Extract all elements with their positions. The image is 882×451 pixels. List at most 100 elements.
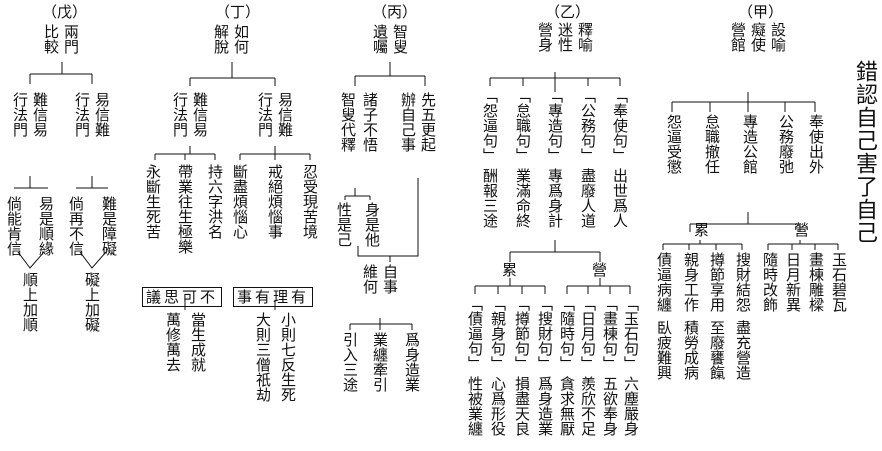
bing-right-2: 辦自己事 (399, 92, 417, 152)
wu-r-item-1: 難是障礙 (100, 196, 118, 256)
yi-ying-item-2-q: 「畫棟句」 (601, 296, 619, 371)
jia-item-1: 奉使出外 (807, 114, 825, 174)
bing-sub-b: 性是己 (335, 202, 353, 247)
yi-lei-item-1-q: 「搜財句」 (536, 296, 554, 371)
main-title: 錯認自己害了自己 (852, 60, 877, 244)
jia-head-3: 營館 (729, 22, 747, 52)
yi-item-4-q: 「怠職句」 (514, 88, 532, 163)
section-label-bing: （丙） (372, 3, 418, 21)
jia-ying: 營 (794, 221, 810, 239)
yi-ying-item-2-a: 五欲奉身 (601, 376, 619, 436)
yi-ying-item-4-a: 貪求無厭 (558, 376, 576, 436)
jia-lei-item-3b: 積勞成病 (682, 320, 700, 380)
ding-under-right-1: 小則七反生死 (279, 312, 297, 402)
bing-bottom-2: 業纏牽引 (371, 332, 389, 392)
jia-lei-item-1b: 盡充營造 (734, 320, 752, 380)
yi-head-2: 迷性 (556, 22, 574, 52)
yi-item-1-a: 出世爲人 (611, 168, 629, 228)
jia-item-5: 怨逼受懲 (665, 114, 683, 174)
bing-mid: 自事 (381, 264, 399, 294)
jia-lei-item-2b: 至廢饔餼 (708, 320, 726, 380)
ding-head-1: 如何 (232, 24, 250, 54)
jia-head-2: 癡使 (749, 22, 767, 52)
jia-lei-item-3: 親身工作 (682, 252, 700, 312)
ding-left-item-3: 永斷生死苦 (144, 164, 162, 239)
yi-lei-item-4-a: 性被業纏 (466, 376, 484, 436)
bing-head-2: 遺囑 (371, 24, 389, 54)
yi-item-3-a: 專爲身計 (546, 168, 564, 228)
yi-lei-item-2-a: 損盡天良 (513, 376, 531, 436)
jia-item-2: 公務廢弛 (777, 114, 795, 174)
jia-ying-item-3: 日月新異 (784, 252, 802, 312)
wu-right-2: 行法門 (73, 92, 91, 137)
ding-under-left-1: 當生成就 (189, 312, 207, 372)
section-label-wu: （戊） (42, 3, 88, 21)
yi-item-4-a: 業滿命終 (514, 168, 532, 228)
jia-item-4: 怠職撤任 (703, 114, 721, 174)
yi-ying: 營 (592, 261, 608, 279)
wu-l-item-1: 易是順緣 (37, 196, 55, 256)
jia-ying-item-1: 玉石碧瓦 (830, 252, 848, 312)
jia-lei-item-1: 搜財結怨 (734, 252, 752, 312)
ding-left-item-1: 持六字洪名 (206, 164, 224, 239)
wu-left: 難信易 (31, 92, 49, 137)
jia-lei: 累 (694, 221, 710, 239)
wu-right: 易信難 (93, 92, 111, 137)
ding-under-right-2: 大則三僧祇劫 (254, 312, 272, 402)
yi-lei-item-1-a: 爲身造業 (536, 376, 554, 436)
yi-head-1: 釋喻 (576, 22, 594, 52)
jia-lei-item-2: 撙節享用 (708, 252, 726, 312)
bing-left-2: 智叟代釋 (339, 92, 357, 152)
yi-item-5-a: 酬報三途 (481, 168, 499, 228)
bing-left: 諸子不悟 (361, 92, 379, 152)
yi-item-2-a: 盡廢人道 (579, 168, 597, 228)
yi-ying-item-3-a: 羨欣不足 (579, 376, 597, 436)
ding-right: 易信難 (276, 92, 294, 137)
bing-right: 先五更起 (419, 92, 437, 152)
yi-item-5-q: 「怨逼句」 (481, 88, 499, 163)
yi-ying-item-1-a: 六塵嚴身 (622, 376, 640, 436)
yi-lei-item-3-q: 「親身句」 (489, 296, 507, 371)
yi-head-3: 營身 (536, 22, 554, 52)
wu-r-item-2: 倘再不信 (67, 196, 85, 256)
ding-head-2: 解脫 (212, 24, 230, 54)
ding-under-left-2: 萬修萬去 (164, 312, 182, 372)
wu-head-1: 兩門 (62, 24, 80, 54)
ding-right-2: 行法門 (256, 92, 274, 137)
yi-ying-item-1-q: 「玉石句」 (622, 296, 640, 371)
ding-right-item-3: 斷盡煩惱心 (231, 164, 249, 239)
ding-box-right: 事有理有 (233, 287, 314, 307)
bing-mid-2: 維何 (361, 264, 379, 294)
bing-sub-a: 身是他 (363, 202, 381, 247)
yi-lei-item-3-a: 心爲形役 (489, 376, 507, 436)
yi-item-2-q: 「公務句」 (579, 88, 597, 163)
ding-right-item-1: 忍受現苦境 (301, 164, 319, 239)
wu-head-2: 比較 (42, 24, 60, 54)
ding-left-2: 行法門 (171, 92, 189, 137)
ding-left-item-2: 帶業往生極樂 (176, 164, 194, 254)
section-label-jia: （甲） (738, 3, 784, 21)
yi-lei: 累 (502, 261, 518, 279)
section-label-ding: （丁） (215, 3, 261, 21)
yi-item-1-q: 「奉使句」 (611, 88, 629, 163)
ding-right-item-2: 戒絕煩惱事 (266, 164, 284, 239)
section-label-yi: （乙） (545, 3, 591, 21)
wu-l-item-2: 倘能肯信 (5, 196, 23, 256)
jia-lei-item-4b: 臥疲難興 (655, 320, 673, 380)
yi-ying-item-4-q: 「隨時句」 (558, 296, 576, 371)
bing-bottom-1: 爲身造業 (403, 332, 421, 392)
yi-lei-item-4-q: 「債逼句」 (466, 296, 484, 371)
ding-box-left: 議思可不 (142, 287, 223, 307)
bing-bottom-3: 引入三途 (341, 332, 359, 392)
jia-ying-item-2: 畫棟雕樑 (807, 252, 825, 312)
wu-l-end: 順上加順 (21, 272, 39, 332)
yi-ying-item-3-q: 「日月句」 (579, 296, 597, 371)
jia-ying-item-4: 隨時改飾 (761, 252, 779, 312)
jia-item-3: 專造公館 (741, 114, 759, 174)
wu-left-2: 行法門 (11, 92, 29, 137)
wu-r-end: 礙上加礙 (83, 272, 101, 332)
yi-item-3-q: 「專造句」 (546, 88, 564, 163)
yi-lei-item-2-q: 「撙節句」 (513, 296, 531, 371)
